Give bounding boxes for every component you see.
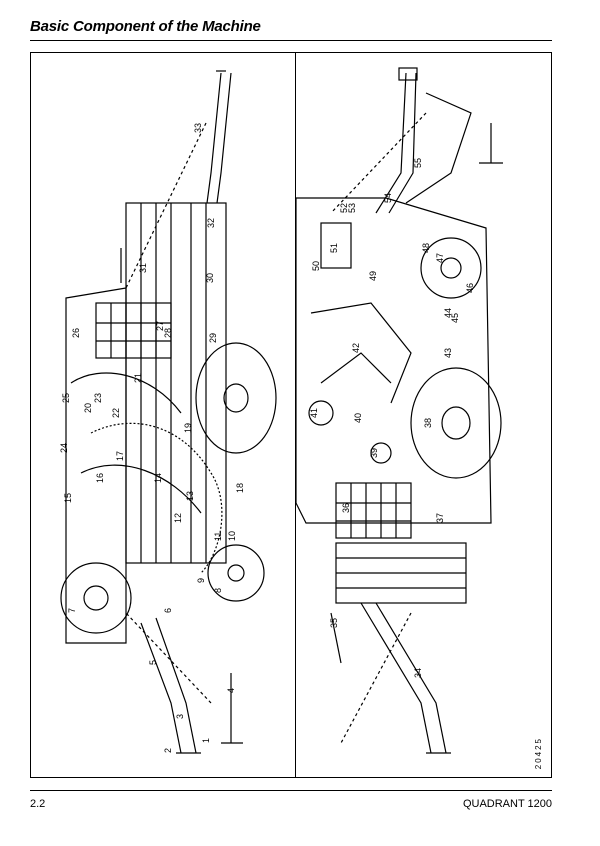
callout-17: 17 <box>115 451 125 461</box>
header-rule <box>30 40 552 41</box>
callout-21: 21 <box>133 373 143 383</box>
callout-44: 44 <box>443 308 453 318</box>
callout-46: 46 <box>465 283 475 293</box>
callout-50: 50 <box>311 261 321 271</box>
callout-55: 55 <box>413 158 423 168</box>
callout-48: 48 <box>421 243 431 253</box>
callout-26: 26 <box>71 328 81 338</box>
callout-14: 14 <box>153 473 163 483</box>
callout-39: 39 <box>369 448 379 458</box>
callout-42: 42 <box>351 343 361 353</box>
callout-53: 53 <box>347 203 357 213</box>
callout-23: 23 <box>93 393 103 403</box>
callout-22: 22 <box>111 408 121 418</box>
page-title: Basic Component of the Machine <box>30 18 261 35</box>
callout-30: 30 <box>205 273 215 283</box>
callout-6: 6 <box>163 608 173 613</box>
callout-25: 25 <box>61 393 71 403</box>
callout-13: 13 <box>185 491 195 501</box>
callout-5: 5 <box>148 660 158 665</box>
callout-34: 34 <box>413 668 423 678</box>
machine-diagram-left-view: 1 2 3 4 5 6 7 8 9 10 11 12 13 14 15 16 1… <box>59 67 503 754</box>
callout-19: 19 <box>183 423 193 433</box>
callout-12: 12 <box>173 513 183 523</box>
callout-3: 3 <box>175 714 185 719</box>
callout-4: 4 <box>226 688 236 693</box>
callout-32: 32 <box>206 218 216 228</box>
callout-49: 49 <box>368 271 378 281</box>
callout-16: 16 <box>95 473 105 483</box>
left-callouts: 1 2 3 4 5 6 7 8 9 10 11 12 13 14 15 16 1… <box>59 123 245 753</box>
callout-18: 18 <box>235 483 245 493</box>
callout-52: 52 <box>339 203 349 213</box>
callout-11: 11 <box>213 532 223 541</box>
callout-15: 15 <box>63 493 73 503</box>
footer-rule <box>30 790 552 791</box>
callout-10: 10 <box>227 531 237 541</box>
callout-31: 31 <box>138 263 148 273</box>
document-name: QUADRANT 1200 <box>462 798 552 810</box>
callout-28: 28 <box>163 328 173 338</box>
page-number: 2.2 <box>30 798 46 810</box>
callout-1: 1 <box>201 738 211 743</box>
callout-37: 37 <box>435 513 445 523</box>
callout-36: 36 <box>341 503 351 513</box>
callout-47: 47 <box>435 253 445 263</box>
callout-8: 8 <box>213 588 223 593</box>
right-callouts: 34 35 36 37 38 39 40 41 42 43 44 45 46 4… <box>309 158 475 678</box>
callout-24: 24 <box>59 443 69 453</box>
callout-41: 41 <box>309 408 319 418</box>
callout-43: 43 <box>443 348 453 358</box>
callout-27: 27 <box>155 321 165 331</box>
callout-29: 29 <box>208 333 218 343</box>
callout-45: 45 <box>450 313 460 323</box>
figure-frame: 1 2 3 4 5 6 7 8 9 10 11 12 13 14 15 16 1… <box>30 52 552 778</box>
callout-7: 7 <box>67 608 77 613</box>
callout-40: 40 <box>353 413 363 423</box>
callout-38: 38 <box>423 418 433 428</box>
callout-9: 9 <box>196 578 206 583</box>
figure-reference-number: 20425 <box>534 736 543 769</box>
callout-33: 33 <box>193 123 203 133</box>
callout-35: 35 <box>329 618 339 628</box>
callout-2: 2 <box>163 748 173 753</box>
callout-51: 51 <box>329 243 339 253</box>
callout-20: 20 <box>83 403 93 413</box>
callout-54: 54 <box>383 193 393 203</box>
